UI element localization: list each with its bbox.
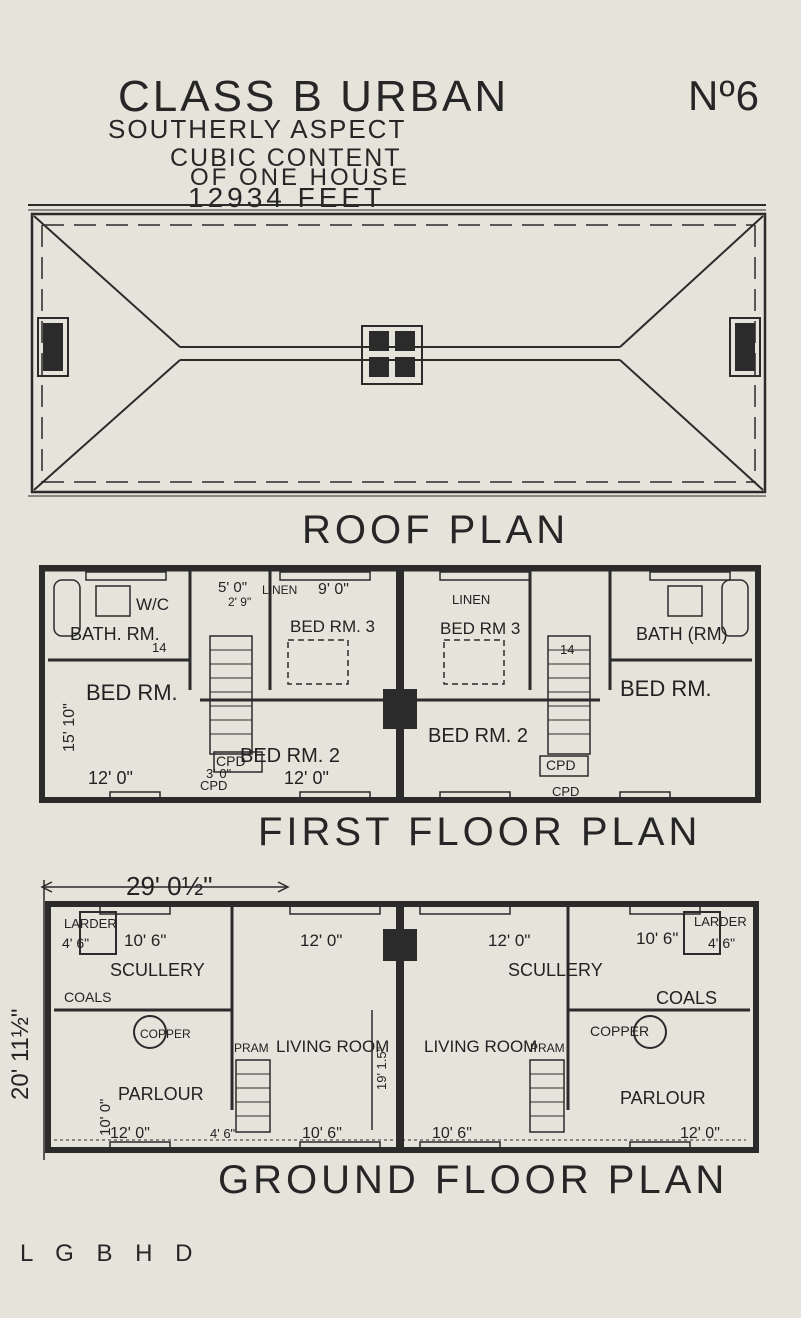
label-copper-right: COPPER [590,1023,649,1039]
dim-overall-depth: 20' 11½" [7,1009,34,1100]
label-larder-right: LARDER [694,914,747,929]
dim-10-0: 10' 0" [97,1099,114,1136]
dim-4-6-right: 4' 6" [708,935,735,951]
dim-9-0: 9' 0" [318,581,349,598]
dim-14-left: 14 [152,640,166,655]
dim-19-1-5: 19' 1.5" [374,1046,389,1090]
label-pram-left: PRAM [234,1041,269,1055]
label-cpd-4: CPD [552,784,579,799]
label-scullery-left: SCULLERY [110,960,205,980]
label-pram-right: PRAM [530,1041,565,1055]
dim-10-6-top-right: 10' 6" [636,929,678,948]
label-coals-left: COALS [64,989,111,1005]
label-bed2-right: BED RM. 2 [428,725,528,747]
of-one-house-label: OF ONE HOUSE [190,164,411,191]
ground-floor-plan [40,880,759,1160]
label-bed2-left: BED RM. 2 [240,745,340,767]
label-cpd-1: CPD [216,753,246,769]
label-bed3-right: BED RM 3 [440,619,520,638]
roof-plan-caption: ROOF PLAN [302,508,570,552]
label-linen-right: LINEN [452,592,490,607]
dim-12-0-left: 12' 0" [88,768,133,788]
label-larder-left: LARDER [64,916,117,931]
label-copper-left: COPPER [140,1027,191,1041]
label-parlour-left: PARLOUR [118,1084,204,1104]
cubic-content-label: CUBIC CONTENT [170,144,402,172]
dim-12-0-mid: 12' 0" [284,768,329,788]
dim-12-0-top-right: 12' 0" [488,931,530,950]
dim-12-0-top-left: 12' 0" [300,931,342,950]
ground-floor-caption: GROUND FLOOR PLAN [218,1158,729,1202]
label-bed1-right: BED RM. [620,676,712,701]
label-coals-right: COALS [656,988,717,1008]
drawing-title: CLASS B URBAN [118,72,510,121]
label-bed1-left: BED RM. [86,680,178,705]
dim-3-0: 3' 0" [206,766,232,781]
label-wc: W/C [136,595,169,614]
dim-10-6-top-left: 10' 6" [124,931,166,950]
dim-5-0: 5' 0" [218,579,247,596]
dim-4-6-left: 4' 6" [62,935,89,951]
first-floor-caption: FIRST FLOOR PLAN [258,810,702,854]
dim-14-right: 14 [560,642,574,657]
dim-12-0-bot-left: 12' 0" [110,1125,150,1142]
roof-plan [28,204,767,497]
label-scullery-right: SCULLERY [508,960,603,980]
drawing-number: Nº6 [688,72,761,119]
label-parlour-right: PARLOUR [620,1088,706,1108]
label-bath-left: BATH. RM. [70,624,160,644]
label-living-left: LIVING ROOM [276,1037,389,1056]
first-floor-plan [39,565,761,803]
dim-4-6-bot: 4' 6" [210,1126,236,1141]
drafter-initials: L G B H D [20,1240,201,1267]
dim-10-6-bot-left: 10' 6" [302,1125,342,1142]
dim-10-6-bot-right: 10' 6" [432,1125,472,1142]
aspect-label: SOUTHERLY ASPECT [108,114,407,144]
label-bath-right: BATH (RM) [636,624,728,644]
dim-overall-width: 29' 0½" [126,871,212,901]
label-cpd-2: CPD [546,757,576,773]
dim-2-9: 2' 9" [228,595,251,609]
label-bed3-left: BED RM. 3 [290,617,375,636]
dim-12-0-bot-right: 12' 0" [680,1125,720,1142]
dim-15-10: 15' 10" [61,703,78,752]
label-cpd-3: CPD [200,778,227,793]
label-linen-left: LINEN [262,583,297,597]
label-living-right: LIVING ROOM [424,1037,537,1056]
cubic-content-value: 12934 FEET [188,182,386,213]
